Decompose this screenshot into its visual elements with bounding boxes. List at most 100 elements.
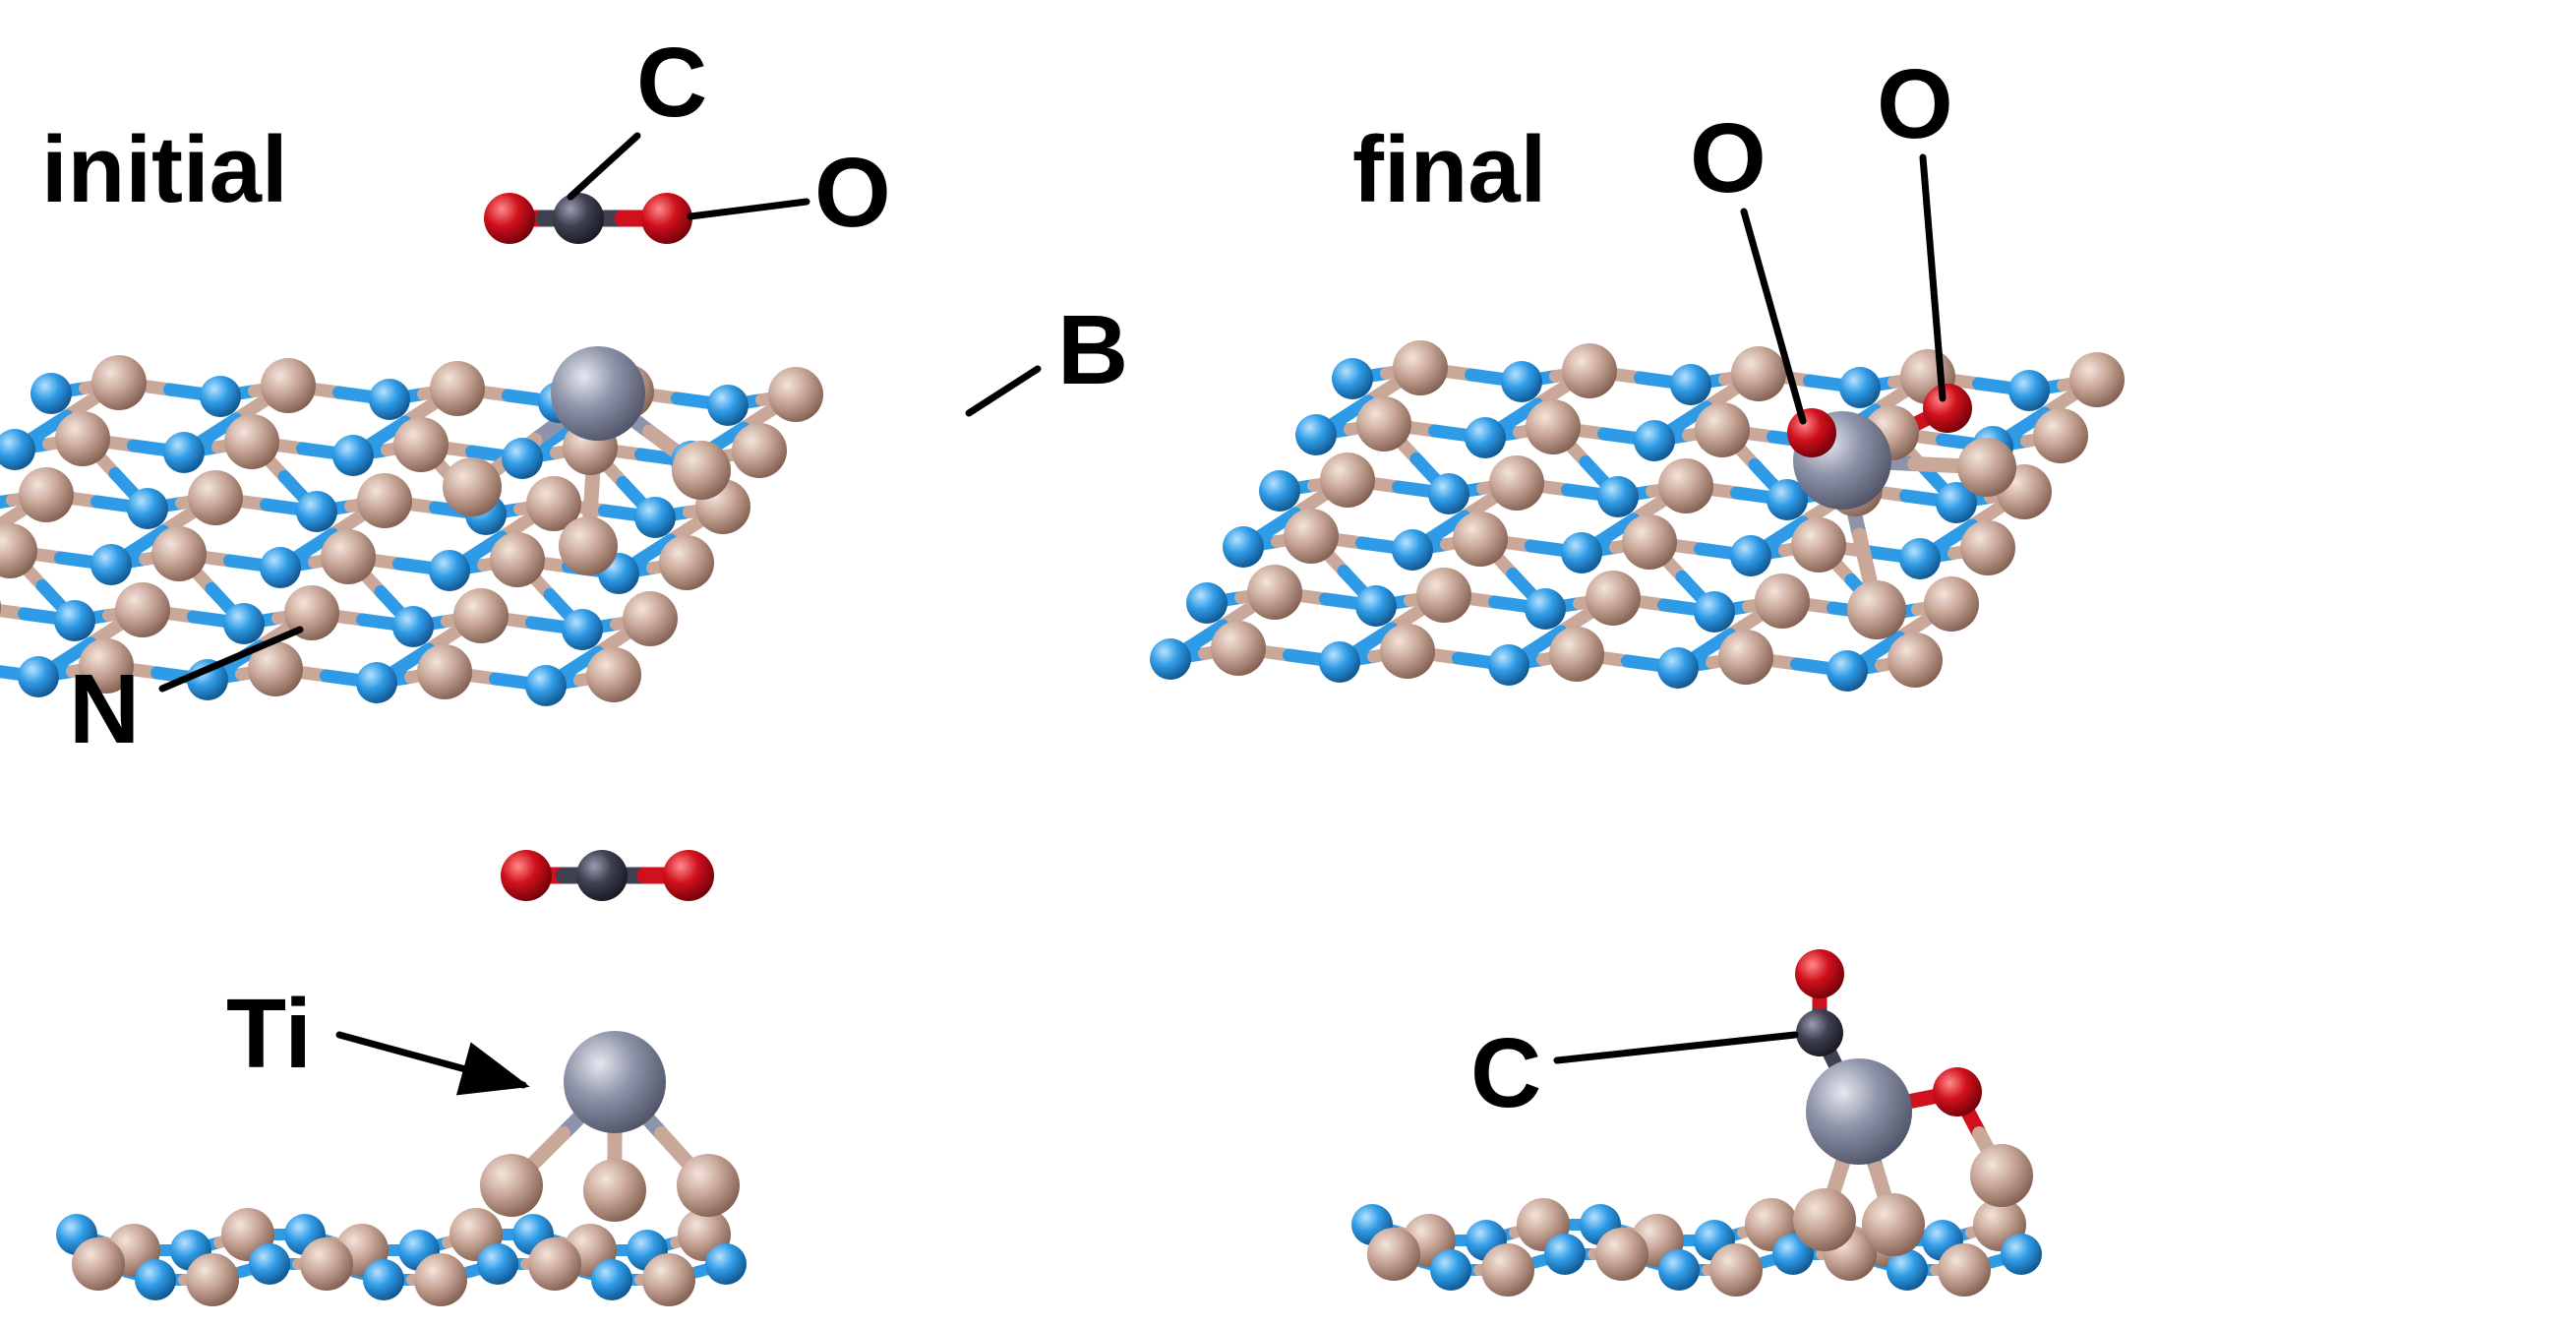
nitrogen-atom	[1223, 526, 1264, 568]
nitrogen-atom	[1525, 588, 1566, 630]
nitrogen-atom	[392, 606, 434, 647]
boron-atom	[1416, 568, 1471, 623]
boron-atom	[55, 411, 110, 466]
atoms	[1150, 340, 2125, 692]
nitrogen-atom	[296, 491, 337, 532]
boron-atom	[1658, 458, 1713, 513]
nitrogen-atom	[1428, 473, 1469, 514]
boron-atom	[1211, 621, 1266, 676]
atom-label-boron: B	[1057, 295, 1128, 405]
boron-atom	[186, 1253, 239, 1306]
nitrogen-atom	[1839, 367, 1881, 408]
nitrogen-atom	[1561, 532, 1602, 573]
nitrogen-atom	[477, 1243, 518, 1285]
boron-atom	[115, 582, 170, 637]
nitrogen-atom	[1295, 414, 1337, 455]
nitrogen-atom	[1544, 1234, 1586, 1275]
boron-atom	[1960, 520, 2015, 575]
nitrogen-atom	[705, 1243, 747, 1285]
boron-atom	[300, 1237, 353, 1291]
boron-atom	[1489, 455, 1544, 511]
oxygen-atom	[1787, 408, 1836, 457]
boron-atom	[1586, 571, 1641, 626]
boron-atom	[677, 1154, 740, 1217]
carbon-atom	[576, 850, 628, 901]
boron-atom	[19, 467, 74, 522]
boron-atom	[2069, 352, 2125, 407]
nitrogen-atom	[1657, 647, 1699, 689]
boron-atom	[1731, 346, 1786, 401]
panel-initial-top-view: initial C O B N	[0, 28, 1128, 764]
nitrogen-atom	[127, 488, 168, 529]
boron-atom	[1793, 1188, 1856, 1251]
nitrogen-atom	[1186, 582, 1228, 624]
atoms	[56, 850, 747, 1306]
leader-line-oxygen-left	[1740, 208, 1807, 425]
nitrogen-atom	[249, 1243, 290, 1285]
nitrogen-atom	[562, 609, 603, 650]
boron-atom	[357, 473, 412, 528]
atoms	[1351, 949, 2042, 1297]
boron-atom	[224, 414, 279, 469]
boron-atom	[1887, 633, 1943, 688]
boron-atom	[1481, 1243, 1534, 1297]
atom-label-carbon: C	[636, 28, 707, 138]
nitrogen-atom	[332, 435, 374, 476]
boron-atom	[526, 476, 581, 531]
panel-initial-side-view: Ti	[56, 850, 747, 1306]
nitrogen-atom	[1827, 650, 1868, 692]
boron-atom	[417, 644, 472, 699]
boron-atom	[284, 585, 339, 640]
boron-atom	[490, 532, 545, 587]
nitrogen-atom	[1887, 1249, 1928, 1291]
nitrogen-atom	[429, 550, 470, 591]
atom-label-oxygen-left: O	[1690, 103, 1767, 213]
boron-atom	[1709, 1243, 1763, 1297]
boron-atom	[1393, 340, 1448, 395]
boron-atom	[261, 358, 316, 413]
boron-atom	[0, 523, 37, 578]
boron-atom	[1862, 1193, 1925, 1256]
boron-atom	[1453, 512, 1508, 567]
boron-atom	[79, 638, 134, 694]
labels: Ti	[226, 979, 530, 1096]
nitrogen-atom	[1772, 1234, 1814, 1275]
carbon-atom	[1796, 1009, 1843, 1056]
nitrogen-atom	[1936, 482, 1977, 523]
titanium-atom	[1806, 1058, 1912, 1165]
boron-atom	[559, 516, 618, 575]
boron-atom	[453, 588, 509, 643]
boron-atom	[1284, 509, 1339, 564]
panel-final-top-view: final O O	[1150, 49, 2125, 692]
labels: initial C O B N	[41, 28, 1128, 764]
titanium-atom	[551, 346, 645, 441]
boron-atom	[480, 1154, 543, 1217]
oxygen-atom	[484, 193, 535, 244]
boron-atom	[732, 423, 787, 478]
boron-atom	[1320, 452, 1375, 508]
panel-title-final: final	[1352, 117, 1546, 222]
leader-line-nitrogen	[158, 626, 304, 693]
oxygen-atom	[641, 193, 692, 244]
nitrogen-atom	[1392, 529, 1433, 571]
atom-label-oxygen-right: O	[1877, 49, 1953, 159]
carbon-atom	[553, 193, 604, 244]
boron-atom	[623, 591, 678, 646]
leader-line-carbon	[567, 132, 641, 201]
nitrogen-atom	[1670, 364, 1711, 405]
boron-atom	[1562, 343, 1617, 398]
titanium-atom	[564, 1031, 666, 1133]
atom-label-oxygen: O	[814, 138, 891, 248]
boron-atom	[1970, 1144, 2033, 1207]
nitrogen-atom	[2008, 370, 2050, 411]
boron-atom	[188, 470, 243, 525]
boron-atom	[1791, 517, 1846, 573]
oxygen-atom	[663, 850, 714, 901]
boron-atom	[583, 1159, 646, 1222]
atom-label-titanium: Ti	[226, 979, 312, 1089]
panel-title-initial: initial	[41, 117, 288, 222]
nitrogen-atom	[1430, 1249, 1471, 1291]
boron-atom	[1957, 438, 2016, 497]
nitrogen-atom	[54, 600, 95, 641]
panel-final-side-view: C	[1351, 949, 2042, 1297]
